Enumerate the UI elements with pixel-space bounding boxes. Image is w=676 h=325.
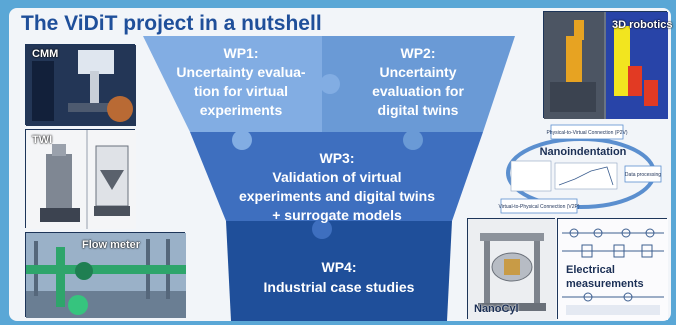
puzzle-knob-wp1-wp3 [232, 130, 252, 150]
nanocyl-illustration [468, 219, 556, 320]
electrical-measurements-image: Electrical measurements [557, 218, 668, 320]
data-processing-text: Data processing [625, 172, 661, 178]
cmm-label: CMM [32, 48, 59, 60]
nanocyl-photo: NanoCyl [467, 218, 556, 320]
robotics-photo: 3D robotics [543, 11, 673, 119]
wp4-line-1: Industrial case studies [264, 279, 415, 295]
nanoindentation-curve-sketch [554, 162, 618, 190]
wp2-block [322, 36, 515, 132]
wp3-line-1: Validation of virtual [272, 169, 401, 185]
nanoindentation-diagram: Physical-to-Virtual Connection (P2V) Nan… [498, 124, 662, 214]
wp4-block [226, 221, 452, 321]
wp3-heading: WP3: [320, 150, 355, 166]
data-processing-box [624, 165, 662, 183]
nanocyl-label: NanoCyl [474, 303, 519, 315]
nanoindentation-parameter-sketch [510, 160, 552, 192]
load-displacement-curve [558, 166, 614, 186]
wp1-heading: WP1: [224, 45, 259, 61]
robotics-illustration [544, 12, 668, 119]
wp1-line-3: experiments [200, 102, 283, 118]
wp2-line-2: evaluation for [372, 83, 464, 99]
wp4-heading: WP4: [322, 259, 357, 275]
wp1-line-1: Uncertainty evalua- [176, 64, 305, 80]
v2p-text: Virtual-to-Physical Connection (V2P) [498, 204, 579, 210]
p2v-text: Physical-to-Virtual Connection (P2V) [546, 130, 627, 136]
wp1-block [143, 36, 322, 132]
flow-meter-image: Flow meter [25, 232, 186, 318]
v2p-box [500, 198, 578, 214]
cmm-photo: CMM [25, 44, 136, 126]
nanoindentation-title: Nanoindentation [540, 146, 627, 158]
twi-label: TWI [32, 134, 53, 146]
wp3-line-2: experiments and digital twins [239, 188, 435, 204]
flow-meter-label: Flow meter [82, 239, 141, 251]
slide-title: The ViDiT project in a nutshell [21, 12, 322, 35]
electrical-label-line-1: Electrical [566, 264, 615, 276]
wp3-line-3: + surrogate models [272, 207, 402, 223]
robotics-label: 3D robotics [612, 19, 673, 31]
electrical-label-line-2: measurements [566, 278, 644, 290]
p2v-box [550, 124, 624, 140]
twi-photo: TWI [25, 129, 136, 229]
wp1-line-2: tion for virtual [194, 83, 288, 99]
cmm-machine-illustration [26, 45, 136, 126]
puzzle-knob-wp2-wp3 [403, 130, 423, 150]
puzzle-knob-wp1-wp2 [320, 74, 340, 94]
puzzle-knob-wp3-wp4 [312, 219, 332, 239]
funnel-diagram: WP1: Uncertainty evalua- tion for virtua… [143, 36, 515, 321]
wp2-line-3: digital twins [378, 102, 459, 118]
slide-panel: The ViDiT project in a nutshell WP1: Unc… [9, 8, 673, 321]
electrical-schematic-illustration [558, 219, 668, 320]
wp2-line-1: Uncertainty [379, 64, 456, 80]
twi-machine-illustration [26, 130, 136, 229]
wp3-block [190, 132, 483, 221]
flow-meter-illustration [26, 233, 186, 318]
wp2-heading: WP2: [401, 45, 436, 61]
